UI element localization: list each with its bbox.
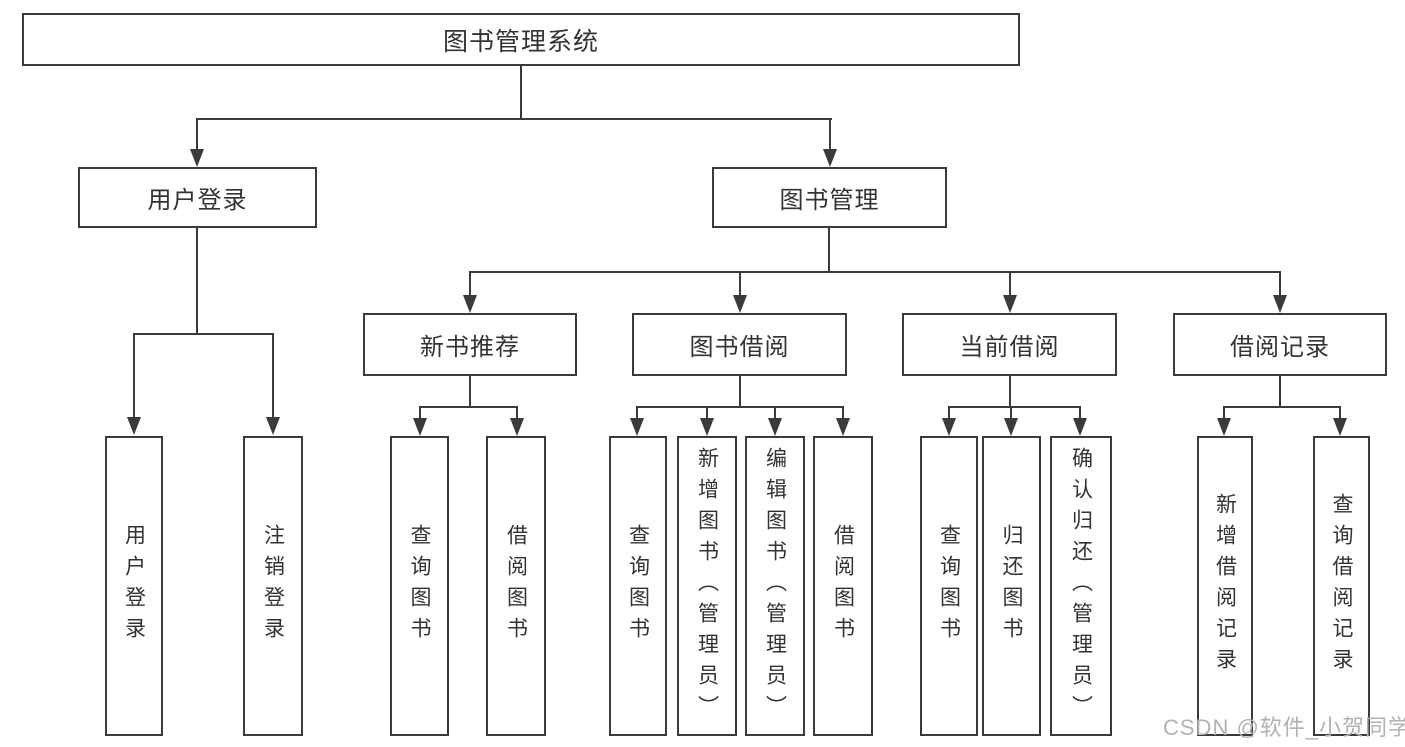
connector-line xyxy=(1009,271,1011,296)
arrowhead-down-icon xyxy=(413,418,427,436)
node-book-borrow: 图书借阅 xyxy=(632,313,847,376)
leaf-query-books-borrow: 查询图书 xyxy=(609,436,667,736)
arrowhead-down-icon xyxy=(1217,418,1231,436)
connector-line xyxy=(1079,406,1081,420)
connector-line xyxy=(469,271,1281,273)
arrowhead-down-icon xyxy=(630,418,644,436)
leaf-borrow-books-recommend: 借阅图书 xyxy=(486,436,546,736)
connector-line xyxy=(636,406,638,420)
arrowhead-down-icon xyxy=(1273,295,1287,313)
arrowhead-down-icon xyxy=(463,295,477,313)
connector-line xyxy=(842,406,844,420)
leaf-borrow-books: 借阅图书 xyxy=(813,436,873,736)
arrowhead-down-icon xyxy=(1003,295,1017,313)
connector-line xyxy=(196,228,198,335)
arrowhead-down-icon xyxy=(510,418,524,436)
connector-line xyxy=(516,406,518,420)
node-library-system: 图书管理系统 xyxy=(22,13,1020,66)
connector-line xyxy=(133,333,135,418)
leaf-logout: 注销登录 xyxy=(243,436,303,736)
connector-line xyxy=(739,271,741,296)
connector-line xyxy=(636,406,844,408)
leaf-edit-books-admin: 编辑图书（管理员） xyxy=(745,436,805,736)
connector-line xyxy=(1010,406,1012,420)
arrowhead-down-icon xyxy=(700,418,714,436)
leaf-query-books-current: 查询图书 xyxy=(920,436,978,736)
arrowhead-down-icon xyxy=(733,295,747,313)
connector-line xyxy=(1279,376,1281,407)
connector-line xyxy=(948,406,950,420)
connector-line xyxy=(1339,406,1341,420)
connector-line xyxy=(419,406,421,420)
csdn-watermark: CSDN @软件_小贺同学 xyxy=(1163,715,1405,740)
connector-line xyxy=(469,271,471,296)
node-current-borrow-label: 当前借阅 xyxy=(959,334,1060,361)
node-user-login-label: 用户登录 xyxy=(147,187,248,214)
connector-line xyxy=(948,406,1080,408)
leaf-query-borrow-record: 查询借阅记录 xyxy=(1313,436,1370,736)
node-new-book-recommend: 新书推荐 xyxy=(363,313,577,376)
connector-line xyxy=(1223,406,1225,420)
connector-line xyxy=(1279,271,1281,296)
node-book-management: 图书管理 xyxy=(712,167,947,228)
leaf-query-books-recommend: 查询图书 xyxy=(390,436,449,736)
arrowhead-down-icon xyxy=(823,149,837,167)
connector-line xyxy=(774,406,776,420)
arrowhead-down-icon xyxy=(127,417,141,435)
connector-line xyxy=(829,118,831,151)
arrowhead-down-icon xyxy=(1073,418,1087,436)
leaf-return-books: 归还图书 xyxy=(982,436,1041,736)
arrowhead-down-icon xyxy=(190,149,204,167)
leaf-confirm-return-admin: 确认归还（管理员） xyxy=(1050,436,1112,736)
connector-line xyxy=(520,66,522,120)
node-library-system-label: 图书管理系统 xyxy=(442,27,599,56)
connector-line xyxy=(828,228,830,273)
arrowhead-down-icon xyxy=(768,418,782,436)
node-user-login: 用户登录 xyxy=(78,167,317,228)
node-new-book-recommend-label: 新书推荐 xyxy=(420,334,520,361)
connector-line xyxy=(1009,376,1011,407)
connector-line xyxy=(1223,406,1341,408)
connector-line xyxy=(739,376,741,407)
node-borrow-records: 借阅记录 xyxy=(1173,313,1387,376)
arrowhead-down-icon xyxy=(942,418,956,436)
arrowhead-down-icon xyxy=(266,417,280,435)
leaf-add-books-admin: 新增图书（管理员） xyxy=(677,436,737,736)
connector-line xyxy=(706,406,708,420)
leaf-add-borrow-record: 新增借阅记录 xyxy=(1197,436,1253,736)
connector-line xyxy=(419,406,518,408)
node-current-borrow: 当前借阅 xyxy=(902,313,1117,376)
node-book-borrow-label: 图书借阅 xyxy=(689,334,790,361)
connector-line xyxy=(469,376,471,407)
leaf-user-login: 用户登录 xyxy=(105,436,163,736)
connector-line xyxy=(196,118,198,151)
arrowhead-down-icon xyxy=(836,418,850,436)
node-borrow-records-label: 借阅记录 xyxy=(1230,334,1330,361)
arrowhead-down-icon xyxy=(1004,418,1018,436)
connector-line xyxy=(133,333,274,335)
connector-line xyxy=(272,333,274,418)
connector-line xyxy=(196,118,832,120)
node-book-management-label: 图书管理 xyxy=(779,187,880,214)
arrowhead-down-icon xyxy=(1333,418,1347,436)
